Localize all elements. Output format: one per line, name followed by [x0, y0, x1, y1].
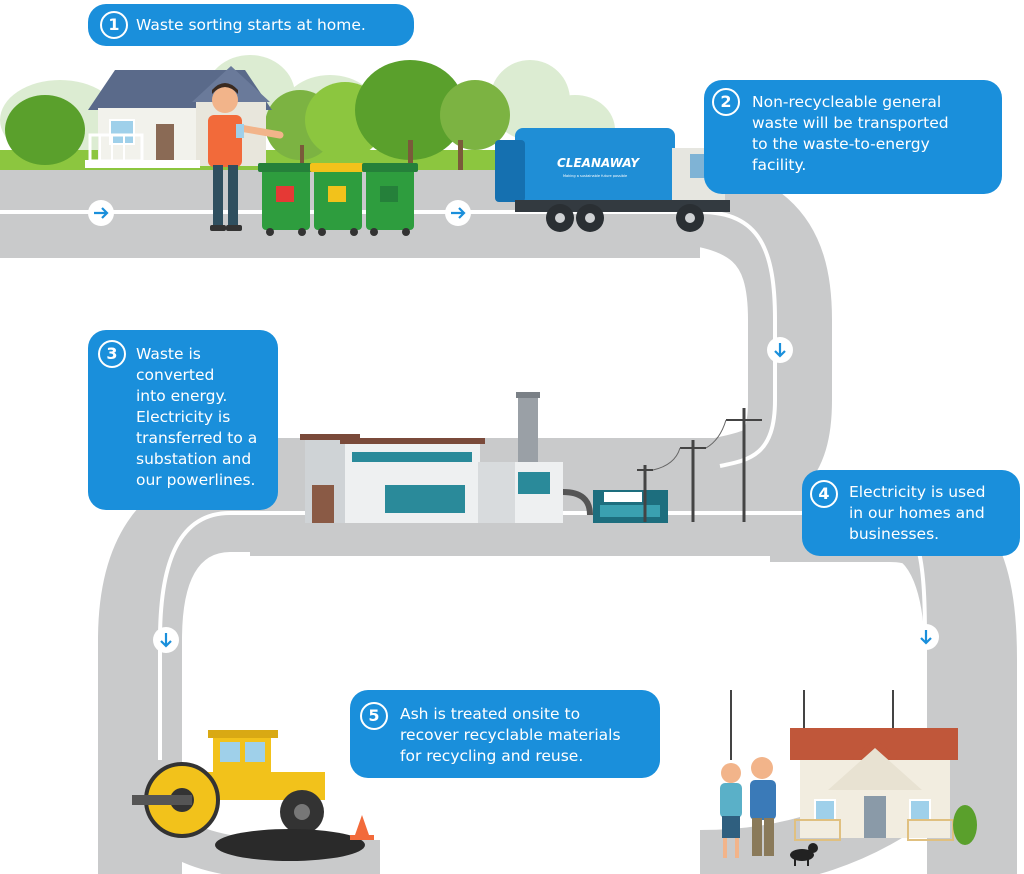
- power-lines: [637, 408, 762, 522]
- step-2-callout: 2 Non-recycleable general waste will be …: [704, 80, 1002, 194]
- waste-to-energy-facility: [300, 392, 668, 523]
- step-1-number: 1: [100, 11, 128, 39]
- step-4-line: Electricity is used: [849, 483, 986, 501]
- step-1-line: Waste sorting starts at home.: [136, 16, 366, 34]
- arrow-right-1: [88, 200, 114, 226]
- step-3-line: into energy.: [136, 387, 228, 405]
- waste-bins: [258, 163, 418, 236]
- step-3-line: Electricity is: [136, 408, 231, 426]
- step-2-line: Non-recycleable general: [752, 93, 942, 111]
- truck-brand: CLEANAWAY: [557, 156, 640, 170]
- suburban-home: [730, 690, 977, 845]
- step-4-text: Electricity is used in our homes and bus…: [849, 482, 986, 545]
- step-5-text: Ash is treated onsite to recover recycla…: [400, 704, 621, 767]
- step-2-number: 2: [712, 88, 740, 116]
- step-3-text: Waste is converted into energy. Electric…: [136, 344, 257, 491]
- step-3-line: our powerlines.: [136, 471, 256, 489]
- arrow-right-2: [445, 200, 471, 226]
- step-3-line: substation and: [136, 450, 252, 468]
- step-5-line: Ash is treated onsite to: [400, 705, 581, 723]
- step-3-line: converted: [136, 366, 215, 384]
- road-roller: [132, 730, 374, 861]
- step-5-line: recover recyclable materials: [400, 726, 621, 744]
- arrow-down-2: [153, 627, 179, 653]
- step-4-line: businesses.: [849, 525, 940, 543]
- step-2-text: Non-recycleable general waste will be tr…: [752, 92, 949, 176]
- person-recycling: [208, 83, 284, 231]
- step-4-number: 4: [810, 480, 838, 508]
- garbage-truck: CLEANAWAY Making a sustainable future po…: [495, 128, 730, 232]
- step-5-callout: 5 Ash is treated onsite to recover recyc…: [350, 690, 660, 778]
- step-2-line: to the waste-to-energy: [752, 135, 930, 153]
- step-2-line: waste will be transported: [752, 114, 949, 132]
- couple-and-dog: [720, 757, 818, 866]
- step-5-number: 5: [360, 702, 388, 730]
- arrow-down-1: [767, 337, 793, 363]
- step-4-line: in our homes and: [849, 504, 985, 522]
- arrow-down-3: [913, 624, 939, 650]
- step-2-line: facility.: [752, 156, 807, 174]
- step-5-line: for recycling and reuse.: [400, 747, 584, 765]
- step-1-text: Waste sorting starts at home.: [136, 15, 366, 36]
- step-1-callout: 1 Waste sorting starts at home.: [88, 4, 414, 46]
- step-3-callout: 3 Waste is converted into energy. Electr…: [88, 330, 278, 510]
- step-3-line: transferred to a: [136, 429, 258, 447]
- step-4-callout: 4 Electricity is used in our homes and b…: [802, 470, 1020, 556]
- home-scenery: [0, 55, 615, 170]
- truck-tagline: Making a sustainable future possible: [563, 174, 627, 178]
- step-3-line: Waste is: [136, 345, 201, 363]
- step-3-number: 3: [98, 340, 126, 368]
